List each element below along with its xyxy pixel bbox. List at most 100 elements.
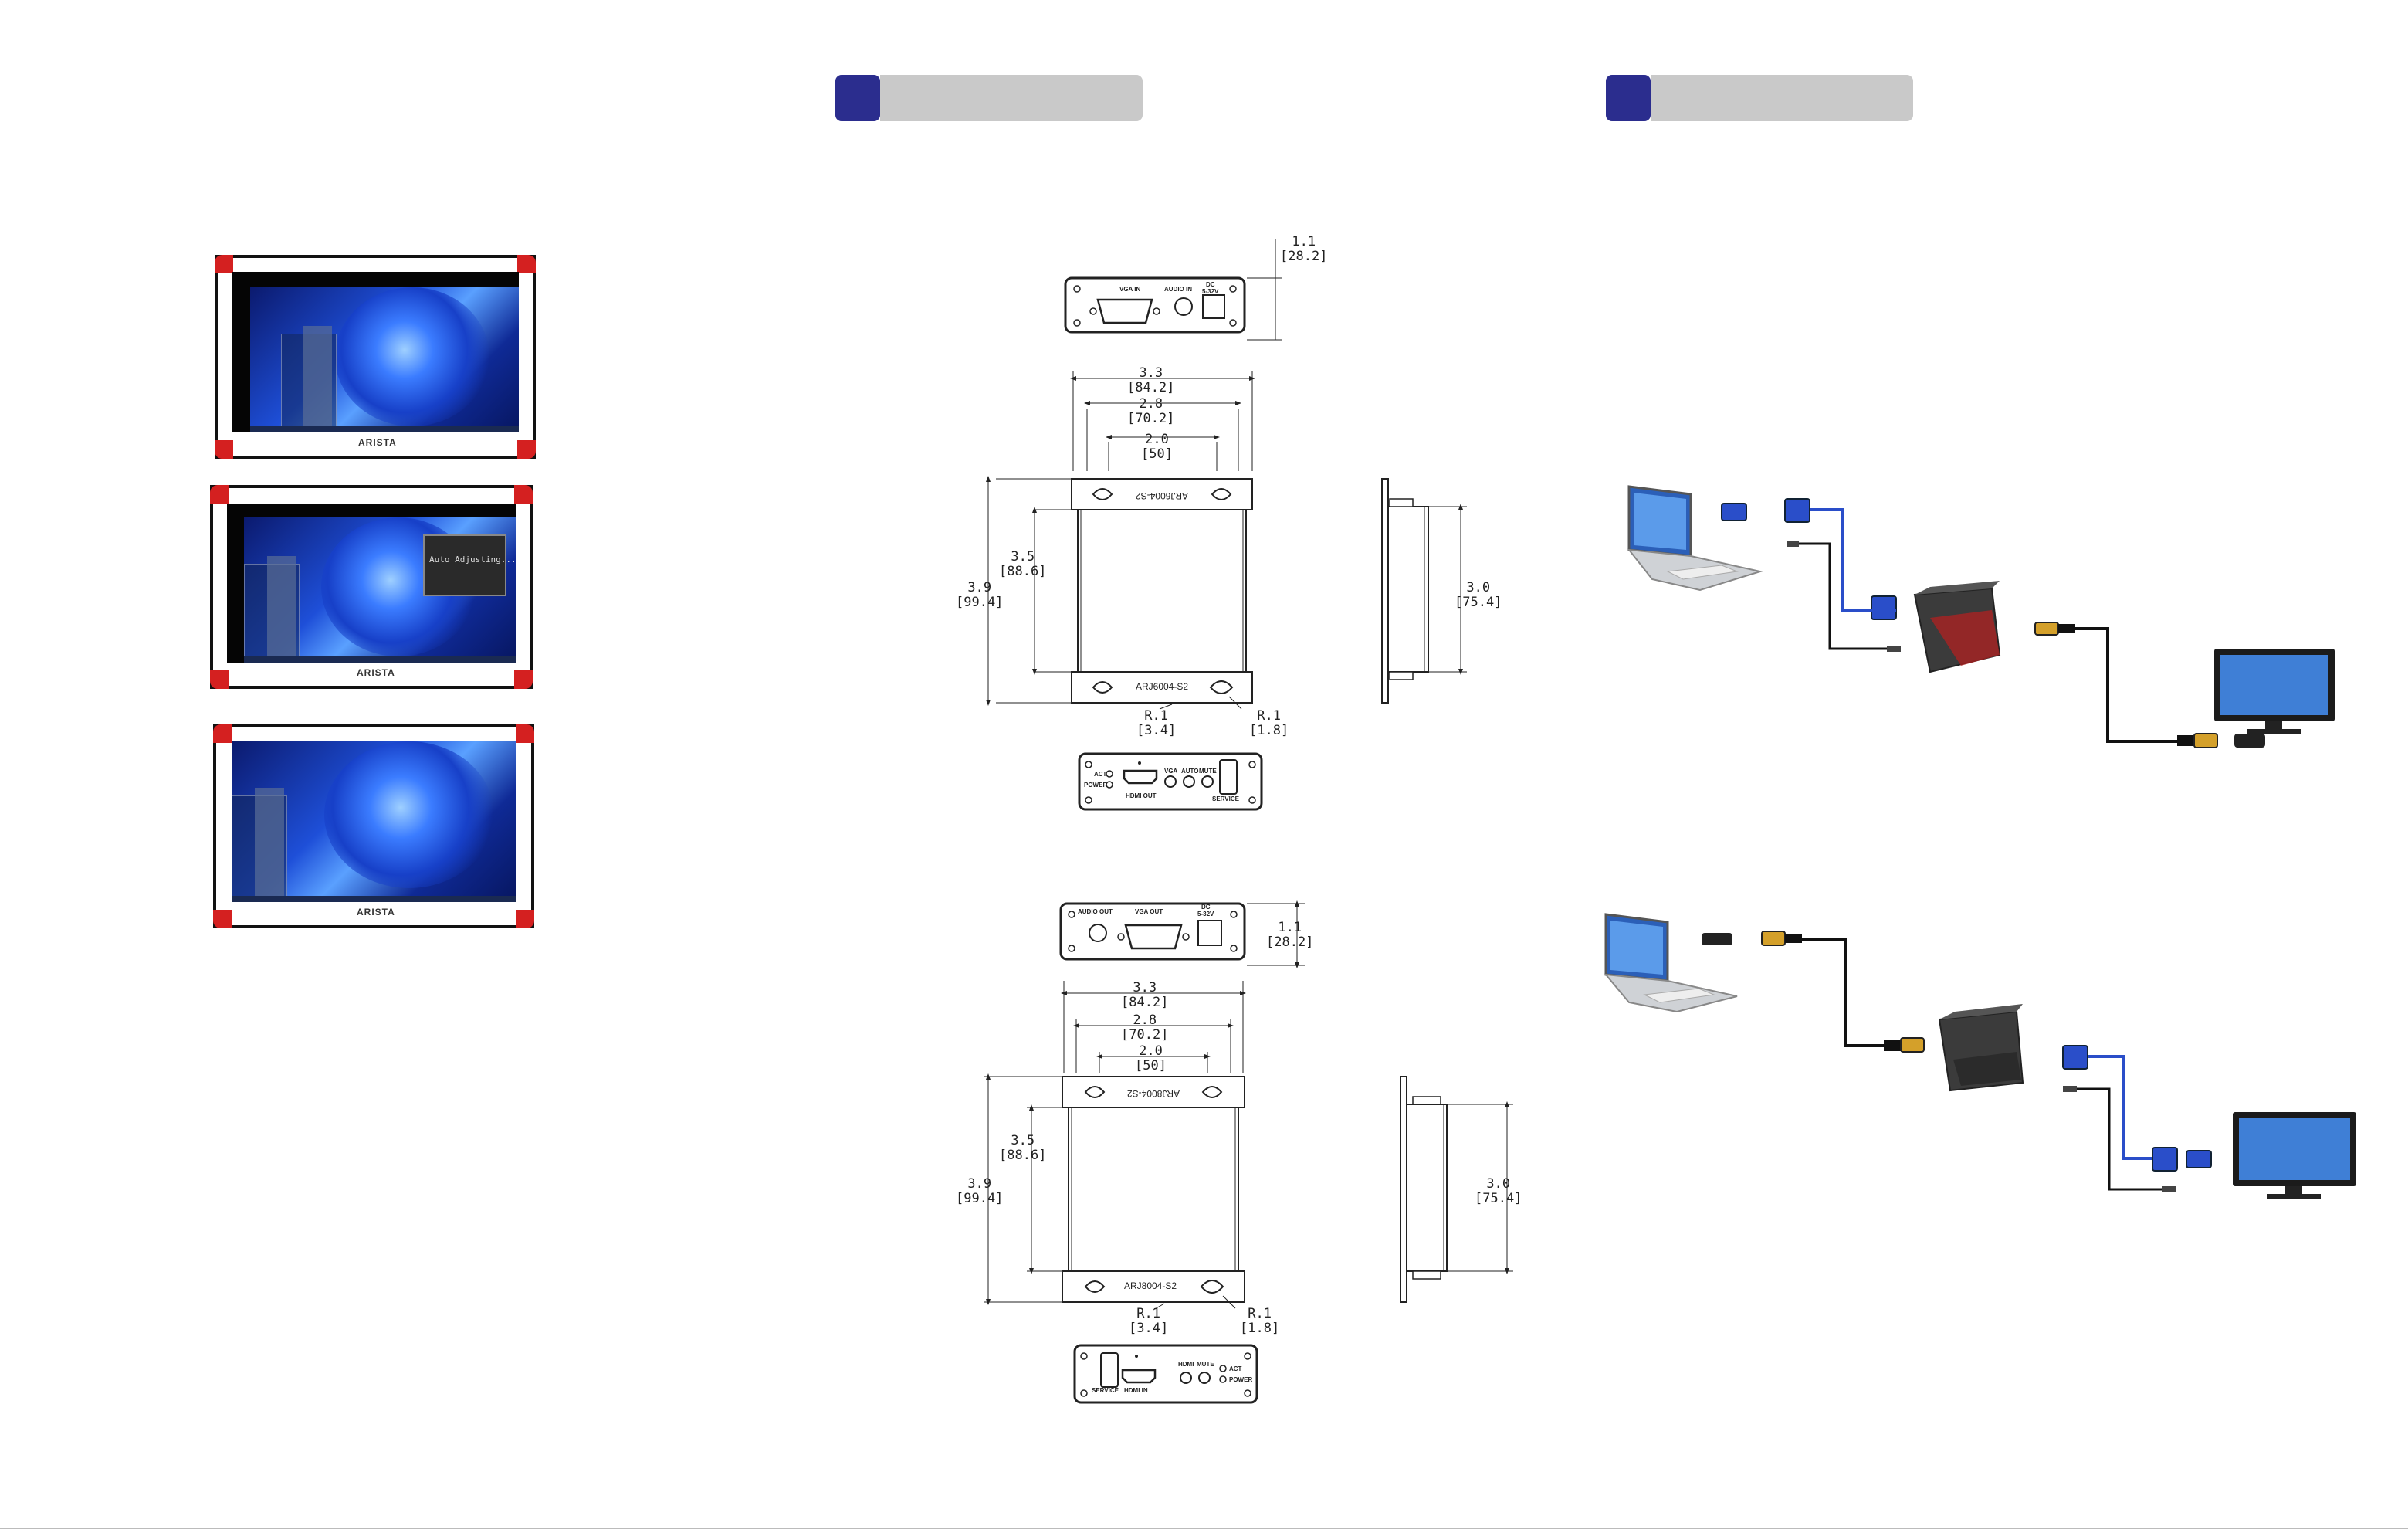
taskbar [232,896,516,902]
port-act-2: ACT [1229,1365,1242,1372]
bezel-corner [514,485,533,504]
start-menu-side [303,326,332,426]
monitor-screen-2: Auto Adjusting... ARISTA [210,485,533,689]
bezel-corner [514,670,533,689]
bezel-corner [215,440,233,459]
desktop-wallpaper [232,741,516,902]
dim-depth-1: 3.0 [75.4] [1455,580,1502,610]
dimension-drawing-2: ARJ8004-S2 ARJ8004-S2 [984,900,1513,1404]
audio-cable [2074,1087,2162,1191]
dim-height-outer-2: 3.9 [99.4] [956,1176,1004,1206]
dim-width-outer-2: 3.3 [84.2] [1121,980,1169,1010]
hdmi-cable [1802,938,1884,1047]
vga-cable [1810,508,1896,612]
top-view-2: ARJ8004-S2 ARJ8004-S2 [984,981,1246,1311]
laptop-icon [1627,485,1763,592]
vga-cable [2088,1055,2152,1160]
port-auto: AUTO [1181,768,1199,775]
dim-width-mid-2: 2.8 [70.2] [1121,1012,1169,1043]
dim-radius-small-2: R.1 [1.8] [1240,1306,1280,1336]
bezel-corner [516,910,534,928]
port-service-2: SERVICE [1092,1387,1119,1394]
letterbox-top [250,272,519,287]
osd-auto-adjust: Auto Adjusting... [423,534,516,596]
laptop-icon [1604,913,1738,1013]
dim-height-inner-1: 3.5 [88.6] [999,549,1047,579]
rear-panel-1 [1064,276,1246,334]
rose-image [335,287,489,426]
port-hdmi-in: HDMI IN [1124,1387,1148,1394]
section-header-marker-right [1606,75,1651,121]
dim-width-mid-1: 2.8 [70.2] [1127,396,1175,426]
bezel-corner [213,910,232,928]
port-vga: VGA [1164,768,1178,775]
connection-diagram-1 [1627,485,2335,748]
section-header-bar-right [1651,75,1913,121]
bezel-corner [517,440,536,459]
extender-device-icon [1913,581,2001,673]
bottom-label-2: ARJ8004-S2 [1124,1280,1177,1291]
section-header-bar-middle [880,75,1143,121]
vga-connector-icon [1721,498,1897,620]
taskbar [244,656,516,663]
bezel-corner [210,670,229,689]
front-panel-2 [1073,1344,1258,1404]
bezel-corner [213,724,232,743]
port-mute-2: MUTE [1197,1361,1214,1368]
rose-image [324,741,494,888]
bezel-logo: ARISTA [357,907,395,917]
taskbar [250,426,519,432]
dim-radius-small-1: R.1 [1.8] [1249,708,1289,738]
dim-height-side-2: 1.1 [28.2] [1266,920,1314,950]
extender-device-icon [1938,1004,2024,1092]
hdmi-cable [2075,627,2177,743]
dim-radius-big-1: R.1 [3.4] [1136,708,1177,738]
top-label-2: ARJ8004-S2 [1127,1088,1180,1099]
port-voltage-2: 5-32V [1197,911,1214,917]
vga-connector-icon [2062,1045,2212,1172]
bezel-corner [516,724,534,743]
monitor-screen-3: ARISTA [213,724,534,928]
hdmi-connector-icon [2034,622,2075,636]
bottom-label-1: ARJ6004-S2 [1136,681,1188,692]
port-power: POWER [1084,782,1108,789]
dim-width-inner-2: 2.0 [50] [1135,1043,1167,1073]
port-audio-out: AUDIO OUT [1078,908,1113,915]
dim-side-height-2 [1247,900,1305,968]
port-dc-2: DC [1201,904,1211,911]
port-voltage: 5-32V [1202,288,1219,295]
rear-panel-2 [1059,902,1246,961]
desktop-wallpaper [250,287,519,432]
monitor-icon [2233,1112,2356,1199]
port-audio-in: AUDIO IN [1164,286,1192,293]
bezel-logo: ARISTA [357,667,395,678]
dim-height-inner-2: 3.5 [88.6] [999,1133,1047,1163]
bezel-corner [215,255,233,273]
port-service: SERVICE [1212,795,1239,802]
bezel-logo: ARISTA [358,437,397,448]
hdmi-connector-icon [1702,931,1802,946]
start-menu-side [255,788,284,896]
start-menu-side [267,556,296,656]
dim-height-side-1: 1.1 [28.2] [1280,234,1328,264]
letterbox-top [244,504,516,517]
port-vga-in: VGA IN [1119,286,1141,293]
section-header-marker-middle [835,75,880,121]
dimension-drawing-1: ARJ6004-S2 ARJ6004-S2 [986,239,1467,811]
port-vga-out: VGA OUT [1135,908,1163,915]
audio-cable [1791,542,1887,650]
osd-message: Auto Adjusting... [429,555,516,565]
monitor-icon [2214,649,2335,734]
letterbox-left [227,504,244,663]
side-view-1 [1381,478,1467,704]
port-act: ACT [1094,771,1107,778]
bezel-corner [210,485,229,504]
port-power-2: POWER [1229,1376,1253,1383]
dim-width-outer-1: 3.3 [84.2] [1127,365,1175,395]
port-hdmi: HDMI [1178,1361,1194,1368]
front-panel-1 [1078,752,1263,811]
dim-side-height [1247,239,1282,341]
dim-width-inner-1: 2.0 [50] [1141,432,1173,462]
letterbox-left [232,272,250,432]
top-view-1: ARJ6004-S2 ARJ6004-S2 [986,371,1255,710]
